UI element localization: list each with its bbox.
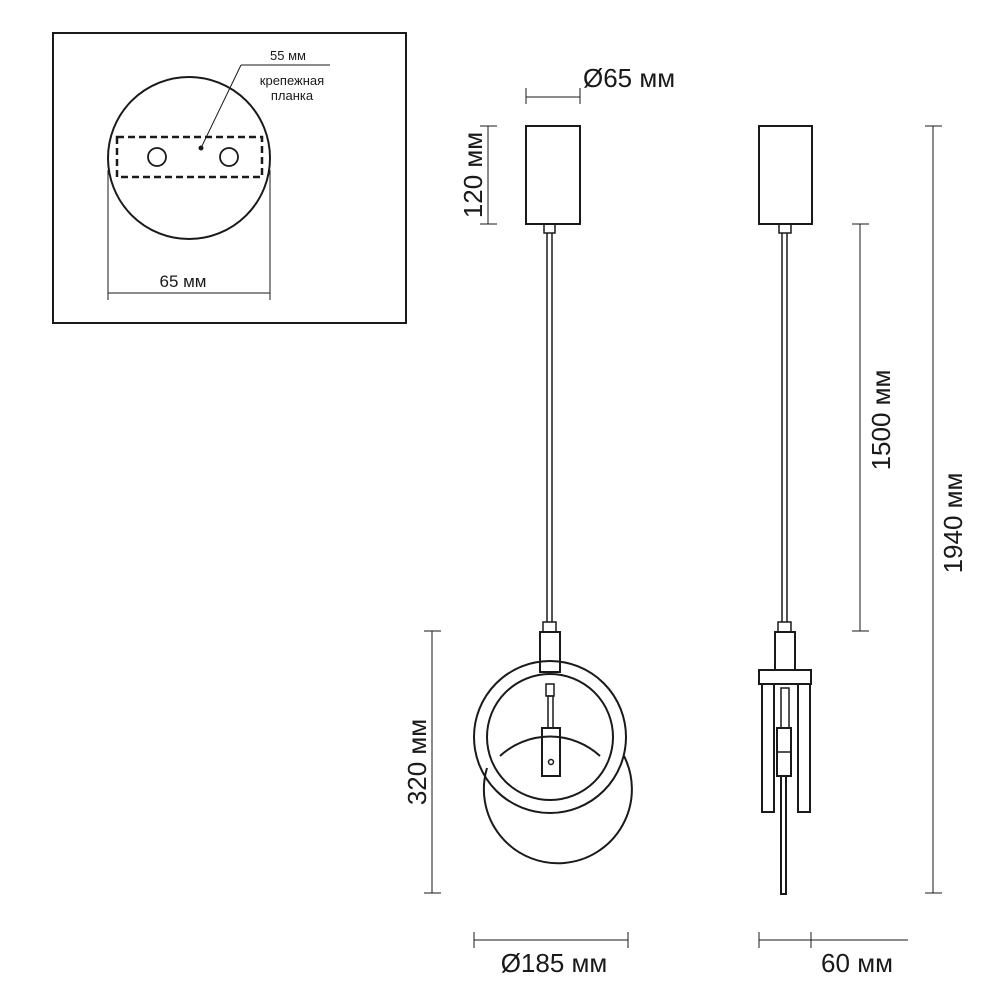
front-view: Ø65 мм 120 мм 320 мм Ø185 мм <box>402 63 675 978</box>
depth-label: 60 мм <box>821 948 893 978</box>
front-stem <box>547 695 554 729</box>
side-ring-right <box>797 683 811 813</box>
front-shade-disc-upper <box>499 735 601 757</box>
side-stem <box>780 687 790 729</box>
front-cable-clamp <box>542 621 557 633</box>
lamp-height-label: 320 мм <box>402 719 432 805</box>
front-stem-joint <box>545 683 555 697</box>
total-height-label: 1940 мм <box>938 473 968 574</box>
front-shade-disc-lower <box>482 755 633 865</box>
cable-length-label: 1500 мм <box>866 370 896 471</box>
mounting-hole-right <box>219 147 239 167</box>
side-shade-disc <box>780 775 787 895</box>
bar-label-line2: планка <box>271 88 314 103</box>
leader-line <box>200 64 242 149</box>
side-cable-clamp <box>777 621 792 633</box>
front-ring-inner <box>486 673 614 801</box>
mount-detail-inset: 55 мм крепежная планка 65 мм <box>52 32 407 324</box>
side-crossbar <box>758 669 812 685</box>
front-lamp-socket <box>541 727 561 777</box>
front-canopy-nut <box>543 223 556 234</box>
side-view: 1500 мм 1940 мм 60 мм <box>758 125 968 978</box>
side-canopy <box>758 125 813 225</box>
canopy-top-circle <box>107 76 271 240</box>
canopy-height-label: 120 мм <box>458 132 488 218</box>
ring-diameter-label: Ø185 мм <box>501 948 608 978</box>
front-canopy <box>525 125 581 225</box>
mounting-hole-left <box>147 147 167 167</box>
side-canopy-nut <box>778 223 792 234</box>
front-ring-outer <box>473 660 627 814</box>
bar-label-line1: крепежная <box>260 73 324 88</box>
front-canopy-diameter-label: Ø65 мм <box>583 63 675 93</box>
front-socket-screw <box>547 758 555 766</box>
front-holder <box>539 631 561 673</box>
mounting-bar-outline <box>115 135 264 179</box>
side-ring-left <box>761 683 775 813</box>
bar-width-label: 55 мм <box>270 48 306 63</box>
canopy-diameter-label: 65 мм <box>159 272 206 291</box>
side-holder <box>774 631 796 671</box>
inset-frame <box>52 32 407 324</box>
